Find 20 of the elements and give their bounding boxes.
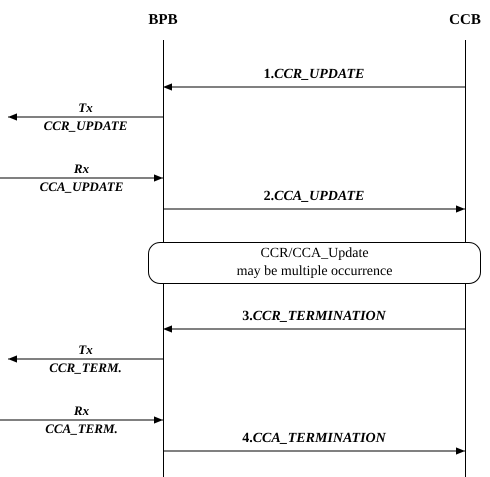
participant-label: CCB <box>448 12 482 29</box>
arrow <box>8 355 164 363</box>
note-box <box>148 242 481 284</box>
arrow <box>0 174 164 182</box>
arrow <box>162 447 466 455</box>
edge-label: 1.CCR_UPDATE <box>262 67 366 83</box>
edge-label: 2.CCA_UPDATE <box>262 189 366 205</box>
note-text: CCR/CCA_Update may be multiple occurrence <box>236 245 394 281</box>
arrow <box>8 113 164 121</box>
participant-label: BPB <box>147 12 179 29</box>
edge-label: Tx CCR_UPDATE <box>42 99 128 135</box>
edge-label: Tx CCR_TERM. <box>48 341 123 377</box>
edge-label: Rx CCA_UPDATE <box>38 160 124 196</box>
edge-label: 4.CCA_TERMINATION <box>241 431 387 447</box>
edge-label: Rx CCA_TERM. <box>44 402 119 438</box>
arrow <box>162 83 466 91</box>
edge-label: 3.CCR_TERMINATION <box>241 309 387 325</box>
arrow <box>0 416 164 424</box>
arrow <box>162 325 466 333</box>
arrow <box>162 205 466 213</box>
